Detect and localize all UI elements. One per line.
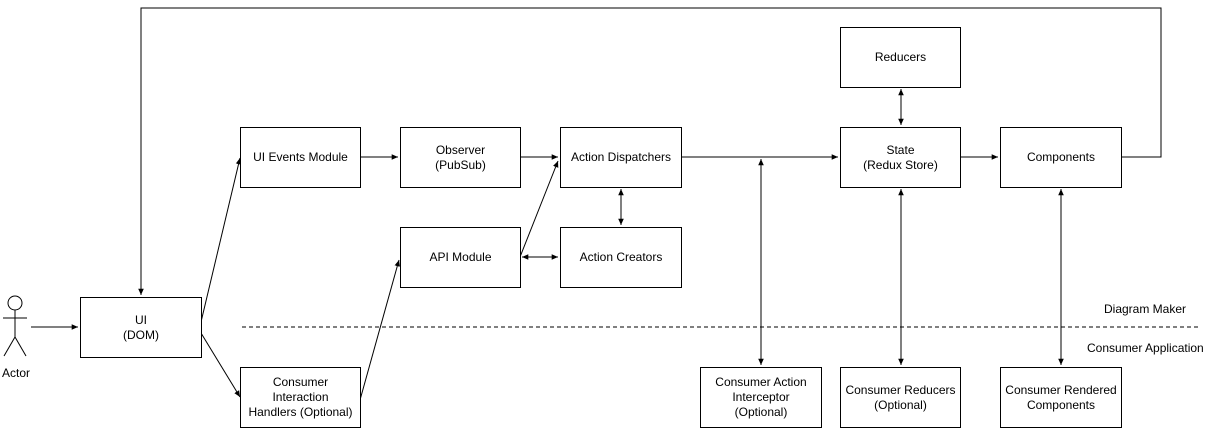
consumer-action-line1: Consumer Action bbox=[715, 375, 807, 389]
edge-ui-uievents bbox=[200, 157, 242, 323]
actor-icon bbox=[3, 295, 27, 357]
consumer-action-line2: Interceptor (Optional) bbox=[732, 390, 790, 419]
ui-node-line1: UI bbox=[135, 312, 147, 327]
region-label-diagram-maker: Diagram Maker bbox=[1104, 302, 1187, 316]
action-dispatchers-label: Action Dispatchers bbox=[570, 150, 672, 164]
consumer-reducers-node[interactable]: Consumer Reducers(Optional) bbox=[840, 367, 961, 428]
action-dispatchers-node[interactable]: Action Dispatchers bbox=[560, 127, 682, 188]
consumer-rendered-line1: Consumer Rendered bbox=[1005, 382, 1117, 397]
action-creators-label: Action Creators bbox=[579, 250, 663, 264]
consumer-reducers-line2: (Optional) bbox=[874, 397, 927, 412]
observer-node[interactable]: Observer(PubSub) bbox=[400, 127, 521, 188]
ui-node[interactable]: UI(DOM) bbox=[80, 297, 202, 358]
edge-components-ui-loop bbox=[138, 7, 1162, 295]
state-line2: (Redux Store) bbox=[863, 157, 938, 172]
ui-events-module-label: UI Events Module bbox=[253, 150, 348, 164]
consumer-interaction-line1: Consumer Interaction bbox=[272, 375, 329, 404]
api-module-node[interactable]: API Module bbox=[400, 227, 521, 288]
actor-label: Actor bbox=[2, 366, 31, 380]
edge-consumer-interaction-api bbox=[359, 259, 401, 401]
action-creators-node[interactable]: Action Creators bbox=[560, 227, 682, 288]
observer-line1: Observer bbox=[435, 142, 486, 157]
components-label: Components bbox=[1026, 150, 1096, 164]
state-line1: State bbox=[886, 142, 915, 157]
observer-line2: (PubSub) bbox=[435, 157, 486, 172]
state-node[interactable]: State(Redux Store) bbox=[840, 127, 961, 188]
consumer-reducers-line1: Consumer Reducers bbox=[845, 382, 956, 397]
edge-ui-consumer-interaction bbox=[200, 332, 241, 398]
reducers-node[interactable]: Reducers bbox=[840, 27, 961, 88]
consumer-rendered-line2: Components bbox=[1026, 397, 1096, 412]
ui-node-line2: (DOM) bbox=[123, 327, 159, 342]
ui-events-module-node[interactable]: UI Events Module bbox=[240, 127, 361, 188]
consumer-interaction-line2: Handlers (Optional) bbox=[248, 405, 353, 419]
reducers-label: Reducers bbox=[874, 50, 927, 64]
api-module-label: API Module bbox=[429, 250, 492, 264]
region-label-consumer-application: Consumer Application bbox=[1087, 341, 1204, 355]
edge-api-dispatchers bbox=[519, 160, 559, 258]
components-node[interactable]: Components bbox=[1000, 127, 1122, 188]
